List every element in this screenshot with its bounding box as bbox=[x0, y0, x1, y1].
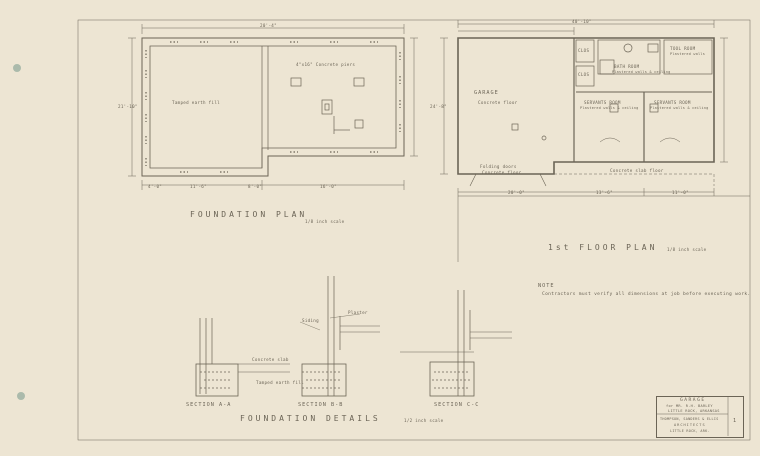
dimension-label: 20'-4" bbox=[260, 23, 277, 28]
closet-label: CLOS bbox=[578, 72, 590, 77]
title-block-line: THOMPSON, SANDERS & ELLIS bbox=[660, 417, 719, 421]
note-text: Contractors must verify all dimensions a… bbox=[542, 292, 751, 297]
dimension-label: 11'-6" bbox=[190, 184, 207, 189]
foundation-details-title: FOUNDATION DETAILS bbox=[240, 414, 381, 423]
binder-hole bbox=[13, 64, 21, 72]
foundation-details-scale: 1/2 inch scale bbox=[404, 418, 444, 423]
room-garage-note: Concrete floor bbox=[478, 100, 518, 105]
title-block-line: LITTLE ROCK, ARKANSAS bbox=[668, 409, 720, 413]
dimension-label: 8'-0" bbox=[248, 184, 263, 189]
floor-plan-scale: 1/8 inch scale bbox=[667, 247, 707, 252]
room-bath-note: Plastered walls & ceiling bbox=[612, 70, 671, 74]
garage-door-label: Folding doors bbox=[480, 164, 517, 169]
fill-note: Tamped earth fill bbox=[172, 100, 220, 105]
foundation-plan-title: FOUNDATION PLAN bbox=[190, 210, 308, 219]
foundation-plan-scale: 1/8 inch scale bbox=[305, 219, 345, 224]
title-block-line: GARAGE bbox=[680, 398, 706, 403]
pier-note: 4"x16" Concrete piers bbox=[296, 62, 356, 67]
room-tool: TOOL ROOM bbox=[670, 46, 696, 51]
dimension-label: 40'-10" bbox=[572, 19, 592, 24]
dimension-label: 4'-0" bbox=[148, 184, 163, 189]
room-bath: BATH ROOM bbox=[614, 64, 640, 69]
callout-siding: Siding bbox=[302, 318, 319, 323]
section-b-label: SECTION B-B bbox=[298, 402, 344, 408]
note-heading: NOTE bbox=[538, 283, 555, 289]
floor-plan-title: 1st FLOOR PLAN bbox=[548, 243, 658, 252]
floor-plan-walls bbox=[440, 20, 750, 262]
porch-label: Concrete slab floor bbox=[610, 168, 664, 173]
title-block bbox=[656, 396, 744, 438]
dimension-label: 20'-0" bbox=[508, 190, 525, 195]
title-block-line: LITTLE ROCK, ARK. bbox=[670, 429, 710, 433]
room-servants-1-note: Plastered walls & ceiling bbox=[580, 106, 639, 110]
dimension-label: 16'-0" bbox=[320, 184, 337, 189]
room-servants-1: SERVANTS ROOM bbox=[584, 100, 621, 105]
dimension-label: 11'-0" bbox=[672, 190, 689, 195]
room-servants-2-note: Plastered walls & ceiling bbox=[650, 106, 709, 110]
title-block-line: ARCHITECTS bbox=[674, 423, 706, 427]
foundation-details-drawings bbox=[195, 276, 512, 397]
title-block-line: for MR. R.H. BARLEY bbox=[666, 404, 713, 408]
callout-plaster: Plaster bbox=[348, 310, 368, 315]
callout-slab: Concrete slab bbox=[252, 357, 289, 362]
section-a-label: SECTION A-A bbox=[186, 402, 232, 408]
section-c-label: SECTION C-C bbox=[434, 402, 480, 408]
dimension-label: 21'-10" bbox=[118, 104, 138, 109]
room-servants-2: SERVANTS ROOM bbox=[654, 100, 691, 105]
dimension-label: 13'-6" bbox=[596, 190, 613, 195]
closet-label: CLOS bbox=[578, 48, 590, 53]
dimension-label: 24'-8" bbox=[430, 104, 447, 109]
room-tool-note: Plastered walls bbox=[670, 52, 706, 56]
sheet-number: 1 bbox=[733, 418, 738, 424]
callout-fill: Tamped earth fill bbox=[256, 380, 304, 385]
garage-door-note: Concrete floor bbox=[482, 170, 522, 175]
room-garage: GARAGE bbox=[474, 90, 499, 96]
binder-hole bbox=[17, 392, 25, 400]
foundation-plan-walls bbox=[128, 24, 418, 190]
